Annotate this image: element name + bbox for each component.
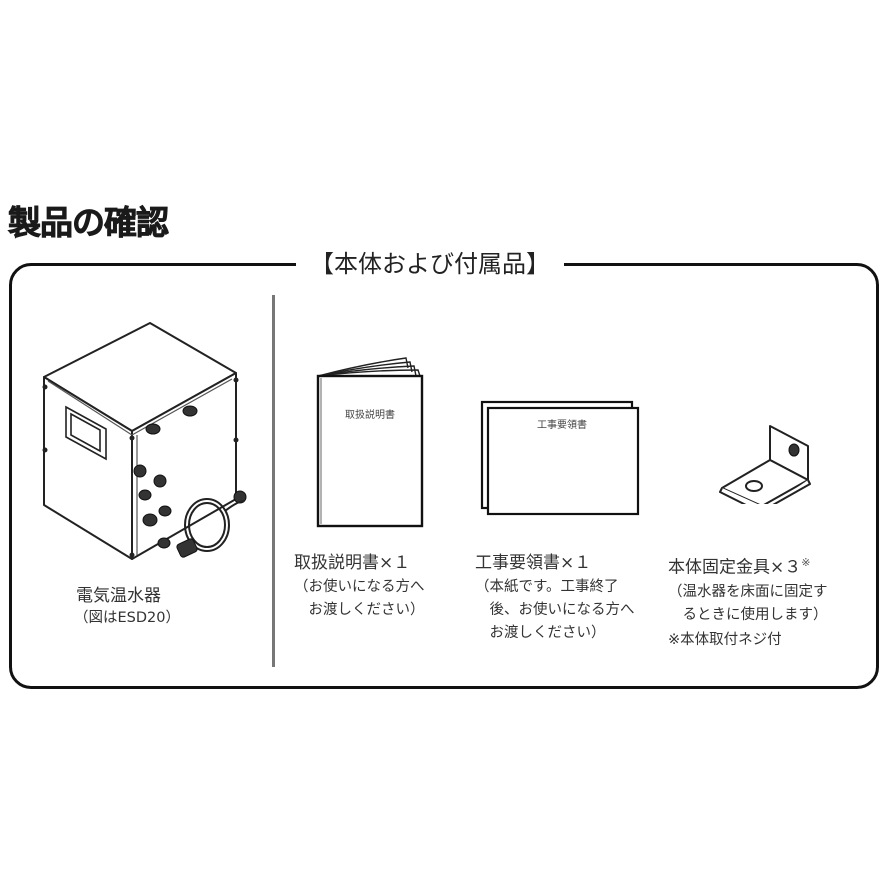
item-title: 本体固定金具×３※ bbox=[668, 552, 828, 579]
column-divider bbox=[272, 295, 275, 667]
page-title: 製品の確認 bbox=[8, 203, 170, 243]
item-instruction-manual: 取扱説明書×１ （お使いになる方へ お渡しください） bbox=[294, 552, 425, 622]
item-title: 電気温水器 bbox=[76, 586, 161, 606]
item-note: ※本体取付ネジ付 bbox=[668, 631, 782, 648]
item-fixing-bracket: 本体固定金具×３※ （温水器を床面に固定す るときに使用します） ※本体取付ネジ… bbox=[668, 552, 828, 652]
item-desc: （お使いになる方へ お渡しください） bbox=[294, 579, 425, 618]
item-title: 工事要領書×１ bbox=[475, 553, 592, 573]
item-desc: （図はESD20） bbox=[74, 610, 180, 626]
item-water-heater: 電気温水器 （図はESD20） bbox=[74, 585, 180, 630]
l-bracket-illustration-icon bbox=[719, 425, 811, 504]
water-heater-illustration-icon bbox=[42, 322, 247, 560]
sheet-cover-label: 工事要領書 bbox=[537, 418, 587, 431]
booklet-illustration-icon: 取扱説明書 bbox=[316, 357, 424, 528]
booklet-cover-label: 取扱説明書 bbox=[345, 408, 395, 421]
item-title: 取扱説明書×１ bbox=[294, 553, 411, 573]
frame-legend: 【本体および付属品】 bbox=[296, 248, 564, 280]
item-title-text: 本体固定金具×３ bbox=[668, 557, 802, 578]
item-desc: （温水器を床面に固定す るときに使用します） bbox=[668, 583, 828, 623]
item-desc: （本紙です。工事終了 後、お使いになる方へ お渡しください） bbox=[475, 579, 635, 641]
item-installation-guide: 工事要領書×１ （本紙です。工事終了 後、お使いになる方へ お渡しください） bbox=[475, 552, 635, 645]
item-title-mark: ※ bbox=[801, 556, 811, 569]
sheet-illustration-icon: 工事要領書 bbox=[480, 400, 640, 516]
